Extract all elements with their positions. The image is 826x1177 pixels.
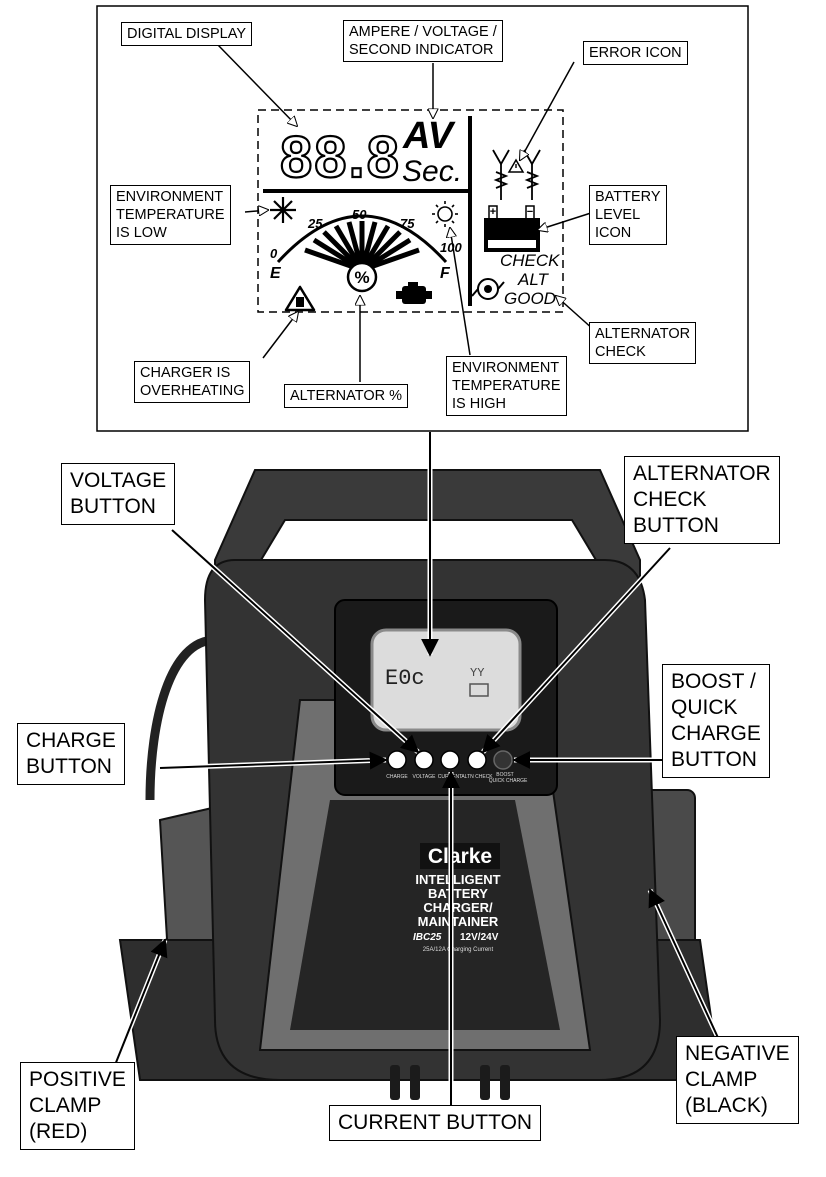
brand-plate [420, 843, 500, 869]
lcd-unit-sec: Sec. [402, 155, 462, 188]
altn-check-button-caption: ALTN CHECK [461, 774, 493, 780]
gauge-arc [276, 214, 448, 264]
battery-plus: + [490, 206, 496, 218]
label-alternator-percent: ALTERNATOR % [284, 384, 408, 408]
overheating-icon [284, 285, 316, 312]
charge-button[interactable] [387, 750, 407, 770]
label-battery-level-icon: BATTERY LEVEL ICON [589, 185, 667, 245]
label-env-temp-low: ENVIRONMENT TEMPERATURE IS LOW [110, 185, 231, 245]
sun-icon [432, 201, 458, 227]
battery-minus: − [527, 206, 533, 218]
label-negative-clamp: NEGATIVE CLAMP (BLACK) [676, 1036, 799, 1124]
label-boost-quick-charge-button: BOOST / QUICK CHARGE BUTTON [662, 664, 770, 778]
percent-icon [346, 261, 378, 293]
engine-icon [396, 282, 432, 304]
quick-charge-button-caption: QUICK CHARGE [489, 778, 528, 784]
voltage-button[interactable] [414, 750, 434, 770]
label-digital-display: DIGITAL DISPLAY [121, 22, 252, 46]
label-charge-button: CHARGE BUTTON [17, 723, 125, 785]
tick-100: 100 [440, 240, 462, 255]
cable-left [145, 635, 216, 801]
inset-leaders [217, 44, 595, 382]
clamp-icons [492, 149, 541, 200]
gauge: % 0 25 50 75 100 E F [270, 207, 462, 293]
alternator-icon [471, 278, 505, 300]
battery-charger-device: E0c YY CHARGE VOLTAGE CURRENT ALTN CHECK… [112, 432, 723, 1105]
voltage-rating: 12V/24V [460, 932, 499, 943]
tick-0: 0 [270, 246, 278, 261]
device-leaders [114, 432, 721, 1105]
alternator-check-button[interactable] [467, 750, 487, 770]
product-line-3: CHARGER/ [423, 900, 493, 915]
label-positive-clamp: POSITIVE CLAMP (RED) [20, 1062, 135, 1150]
error-icon [507, 158, 525, 173]
lcd-digits: 88.8 [280, 125, 401, 190]
alt-check-line-3: GOOD [504, 289, 556, 308]
boost-button-caption: BOOST [496, 772, 514, 778]
current-button[interactable] [440, 750, 460, 770]
label-alternator-check-button: ALTERNATOR CHECK BUTTON [624, 456, 780, 544]
label-current-button: CURRENT BUTTON [329, 1105, 542, 1141]
gauge-full: F [440, 265, 451, 282]
percent-symbol: % [354, 268, 369, 287]
label-charger-overheating: CHARGER IS OVERHEATING [134, 361, 251, 403]
tick-75: 75 [400, 216, 415, 231]
label-ampere-voltage-second: AMPERE / VOLTAGE / SECOND INDICATOR [343, 20, 503, 62]
label-env-temp-high: ENVIRONMENT TEMPERATURE IS HIGH [446, 356, 567, 416]
charge-button-caption: CHARGE [386, 774, 408, 780]
tick-50: 50 [352, 207, 367, 222]
alt-check-line-1: CHECK [500, 251, 560, 270]
brand-logo: Clarke [428, 845, 492, 868]
product-line-1: INTELLIGENT [415, 872, 500, 887]
label-voltage-button: VOLTAGE BUTTON [61, 463, 176, 525]
label-alternator-check: ALTERNATOR CHECK [589, 322, 697, 364]
model-number: IBC25 [413, 932, 442, 943]
label-error-icon: ERROR ICON [583, 41, 688, 65]
alt-check-line-2: ALT [517, 270, 550, 289]
snowflake-icon [270, 197, 296, 223]
device-screen-battery-icon [469, 683, 489, 697]
tick-25: 25 [307, 216, 323, 231]
battery-level-icon [484, 205, 540, 252]
device-screen-right: YY [470, 666, 484, 680]
product-line-4: MAINTAINER [418, 914, 499, 929]
vents [390, 1065, 510, 1100]
device-screen [370, 628, 522, 732]
gauge-empty: E [270, 265, 282, 282]
device-screen-text: E0c [385, 666, 425, 691]
boost-button[interactable] [493, 750, 513, 770]
voltage-button-caption: VOLTAGE [413, 774, 437, 780]
lcd-unit-av: AV [402, 115, 456, 157]
product-line-2: BATTERY [428, 886, 488, 901]
charging-spec: 25A/12A Charging Current [423, 947, 494, 953]
